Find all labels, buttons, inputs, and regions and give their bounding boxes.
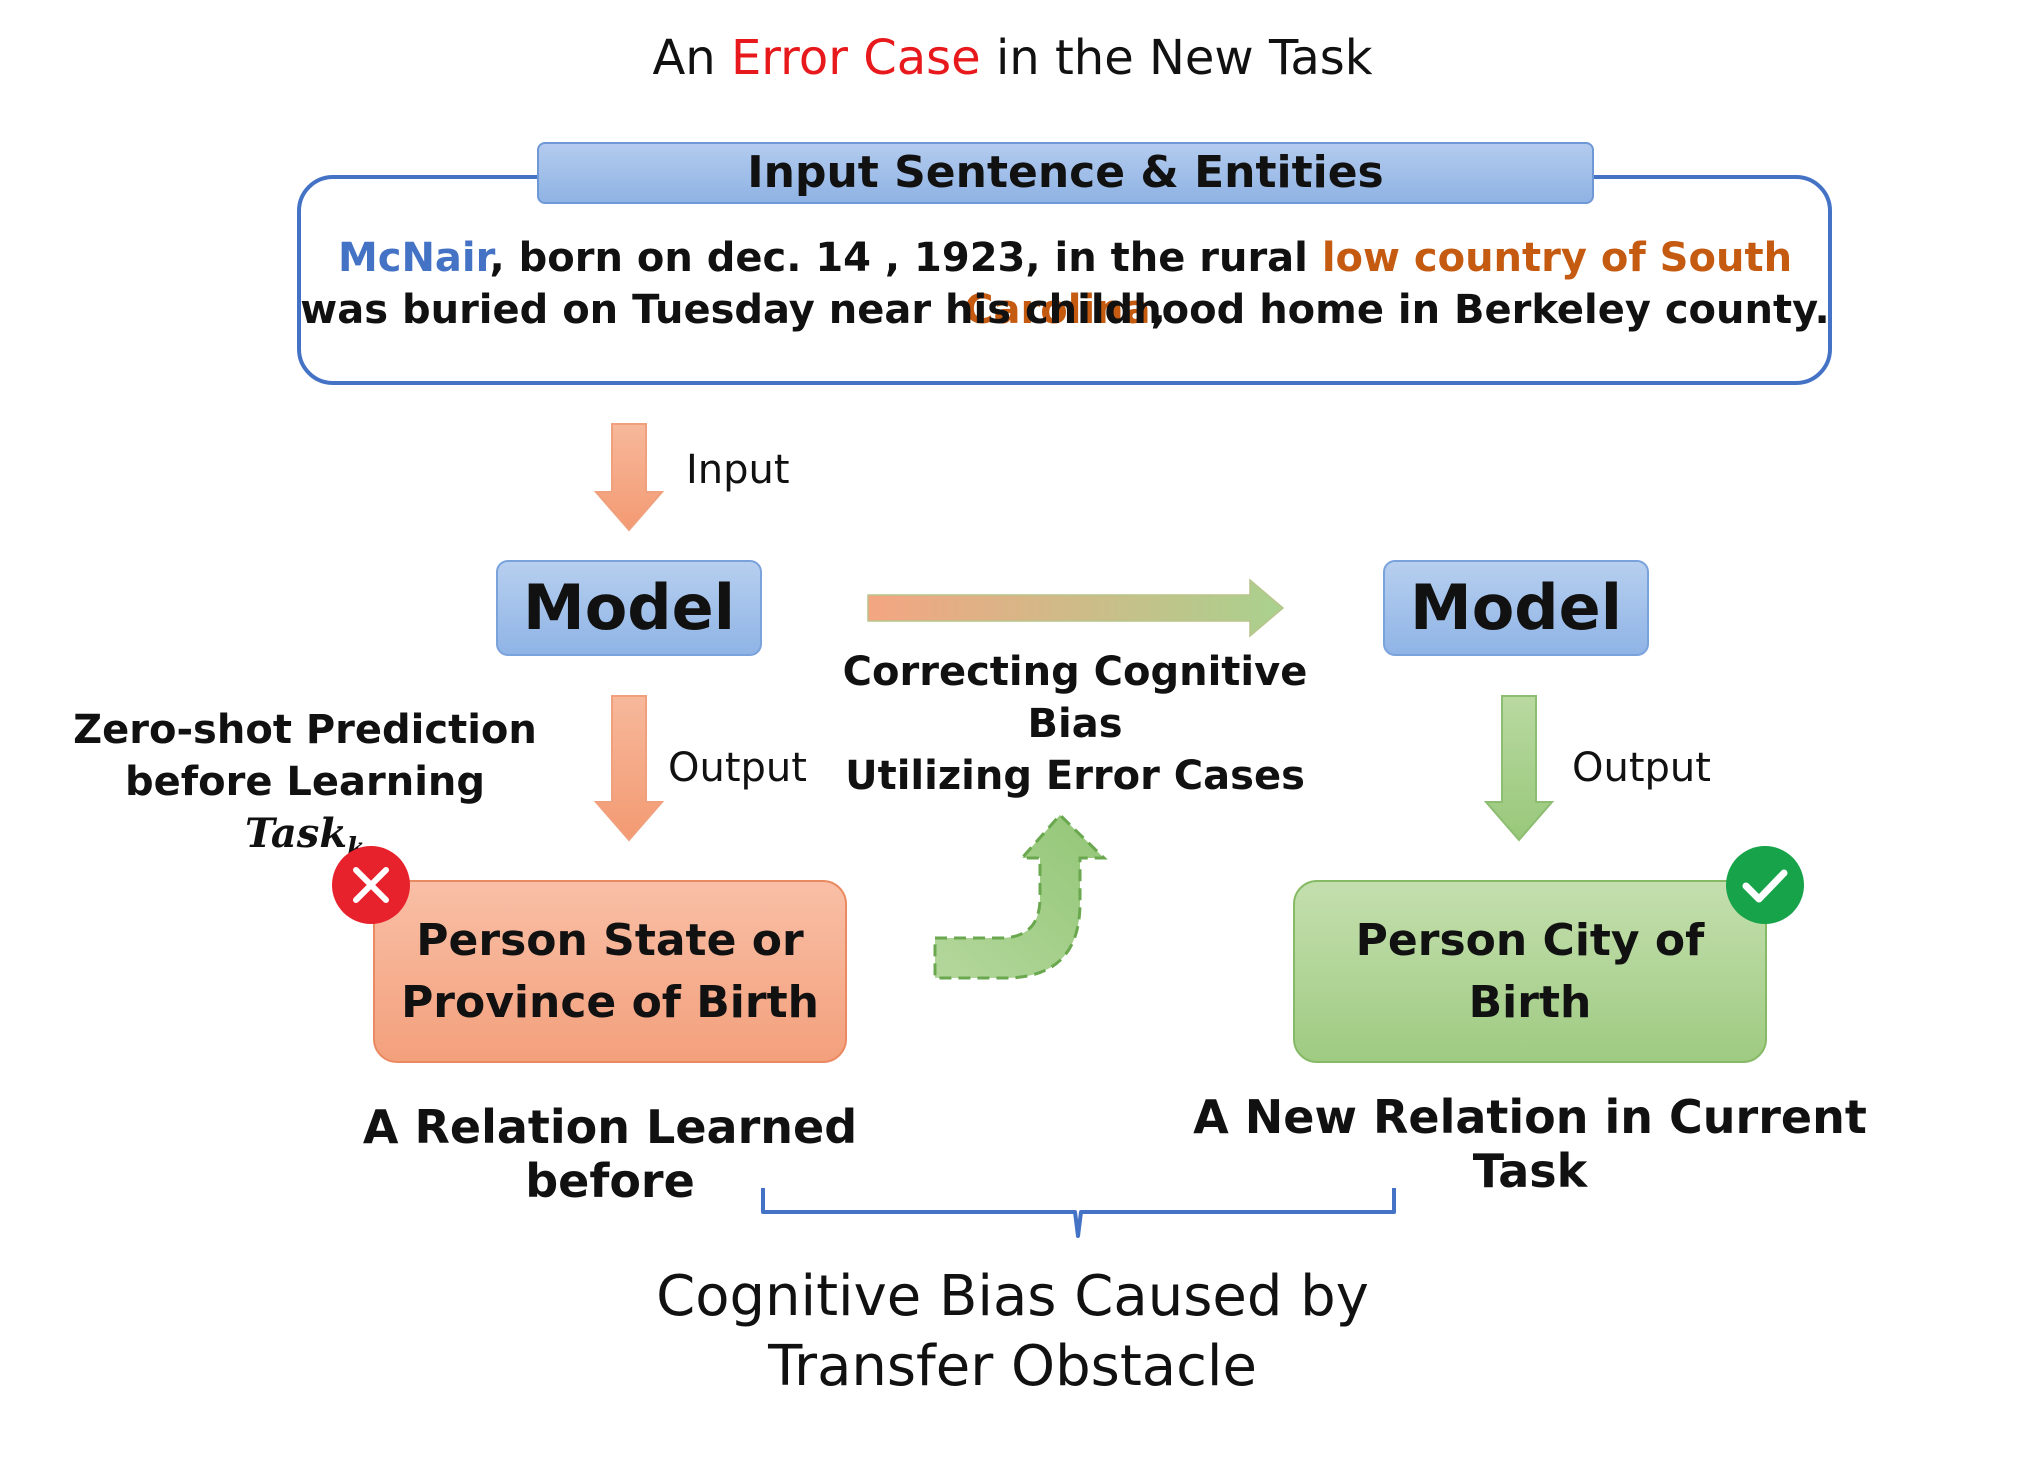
bottom-conclusion: Cognitive Bias Caused by Transfer Obstac… — [0, 1262, 2025, 1402]
entity-head: McNair — [337, 235, 490, 281]
correcting-label: Correcting Cognitive Bias Utilizing Erro… — [800, 646, 1350, 802]
relation-old-line-1: Person State or — [416, 914, 804, 966]
diagram-title: An Error Case in the New Task — [0, 30, 2025, 86]
relation-box-old: Person State or Province of Birth — [373, 880, 847, 1063]
zeroshot-line-2: before Learning Taskk — [60, 756, 550, 874]
sentence-line-2: was buried on Tuesday near his childhood… — [300, 287, 1830, 333]
output-arrow-right — [1483, 695, 1555, 842]
caption-new-relation: A New Relation in Current Task — [1193, 1090, 1867, 1198]
relation-box-new: Person City of Birth — [1293, 880, 1767, 1063]
transfer-arrow — [867, 578, 1285, 638]
title-suffix: in the New Task — [980, 30, 1373, 86]
model-box-right: Model — [1383, 560, 1649, 656]
caption-old-relation: A Relation Learned before — [362, 1100, 858, 1208]
model-box-left: Model — [496, 560, 762, 656]
input-arrow — [593, 423, 665, 532]
check-icon — [1726, 846, 1804, 924]
bottom-brace — [761, 1188, 1396, 1238]
zeroshot-line-2-prefix: before Learning — [124, 759, 486, 805]
bottom-line-2: Transfer Obstacle — [768, 1334, 1257, 1399]
title-highlight: Error Case — [730, 30, 981, 86]
relation-old-line-2: Province of Birth — [401, 976, 819, 1028]
sentence-line-1: McNair, born on dec. 14 , 1923, in the r… — [300, 232, 1830, 336]
bottom-line-1: Cognitive Bias Caused by — [656, 1264, 1369, 1329]
correcting-curve-arrow — [933, 812, 1108, 980]
zeroshot-line-1: Zero-shot Prediction — [73, 707, 537, 753]
input-box-header: Input Sentence & Entities — [537, 142, 1594, 204]
entity-tail: low country of South Carolina — [964, 235, 1793, 333]
relation-new-line-1: Person City of — [1355, 914, 1705, 966]
output-label-right: Output — [1572, 745, 1711, 791]
title-prefix: An — [652, 30, 731, 86]
output-arrow-left — [593, 695, 665, 842]
task-symbol-base: Task — [244, 810, 348, 857]
correcting-line-1: Correcting Cognitive Bias — [842, 649, 1308, 747]
x-icon — [332, 846, 410, 924]
relation-new-line-2: Birth — [1468, 976, 1592, 1028]
correcting-line-2: Utilizing Error Cases — [845, 753, 1305, 799]
sentence-line-1-end: , — [1150, 287, 1166, 333]
output-label-left: Output — [668, 745, 807, 791]
sentence-line-1-mid: , born on dec. 14 , 1923, in the rural — [489, 235, 1322, 281]
input-arrow-label: Input — [686, 447, 790, 493]
zeroshot-label: Zero-shot Prediction before Learning Tas… — [60, 704, 550, 874]
